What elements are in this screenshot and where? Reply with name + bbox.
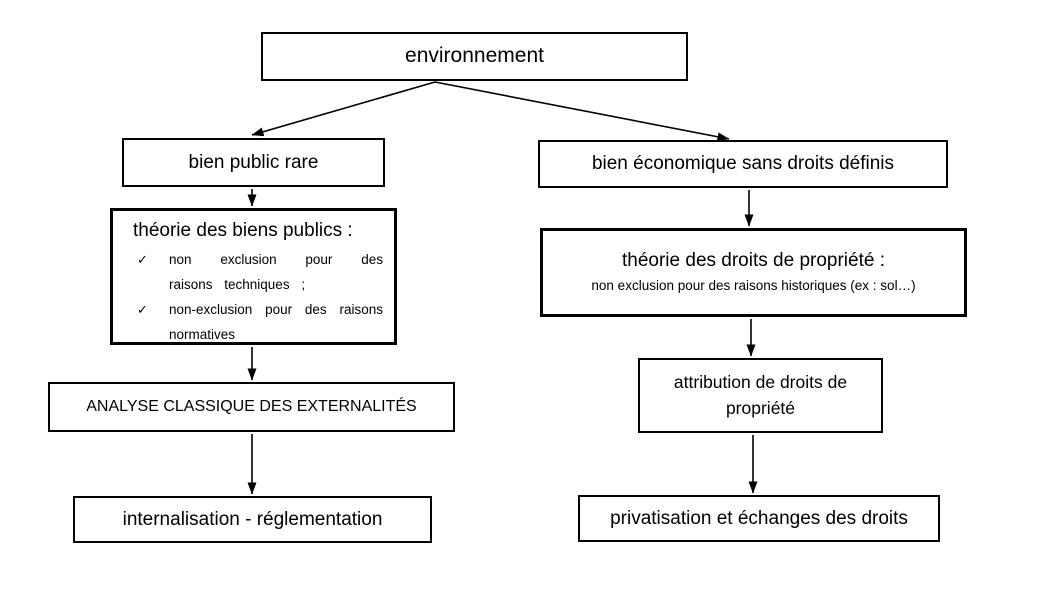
node-label: ANALYSE CLASSIQUE DES EXTERNALITÉS (86, 398, 417, 415)
node-theorie-biens-publics: théorie des biens publics : ✓ non exclus… (110, 198, 407, 347)
node-environnement: environnement (261, 21, 699, 81)
bullet-text: non-exclusion pour des raisons normative… (169, 301, 383, 342)
node-bien-public-rare: bien public rare (122, 127, 396, 187)
node-label: environnement (405, 44, 544, 68)
node-label: attribution de droits de propriété (673, 372, 848, 418)
bullet-text: non exclusion pour des raisons technique… (169, 251, 383, 292)
node-bien-economique-sans-droits: bien économique sans droits définis (538, 129, 959, 188)
node-theorie-droits-propriete: théorie des droits de propriété : non ex… (540, 218, 977, 317)
theory-subtitle: non exclusion pour des raisons historiqu… (591, 277, 916, 293)
theory-title: théorie des droits de propriété : (622, 249, 885, 271)
node-label: privatisation et échanges des droits (610, 507, 908, 529)
node-analyse-externalites: ANALYSE CLASSIQUE DES EXTERNALITÉS (48, 371, 466, 432)
node-attribution-droits: attribution de droits de propriété (638, 347, 894, 433)
node-label: bien public rare (188, 151, 319, 173)
node-privatisation-echanges: privatisation et échanges des droits (578, 484, 951, 542)
bullet-item: ✓ non-exclusion pour des raisons normati… (133, 297, 384, 347)
theory-title: théorie des biens publics : (133, 220, 353, 241)
check-icon: ✓ (137, 301, 148, 317)
node-label: internalisation - réglementation (122, 508, 383, 530)
node-internalisation-reglementation: internalisation - réglementation (73, 485, 443, 543)
check-icon: ✓ (137, 251, 148, 267)
arrow-env-to-bien-economique (434, 81, 730, 142)
bullet-item: ✓ non exclusion pour des raisons techniq… (133, 247, 384, 297)
node-label: bien économique sans droits définis (591, 153, 895, 175)
arrow-env-to-bien-public (251, 81, 436, 137)
